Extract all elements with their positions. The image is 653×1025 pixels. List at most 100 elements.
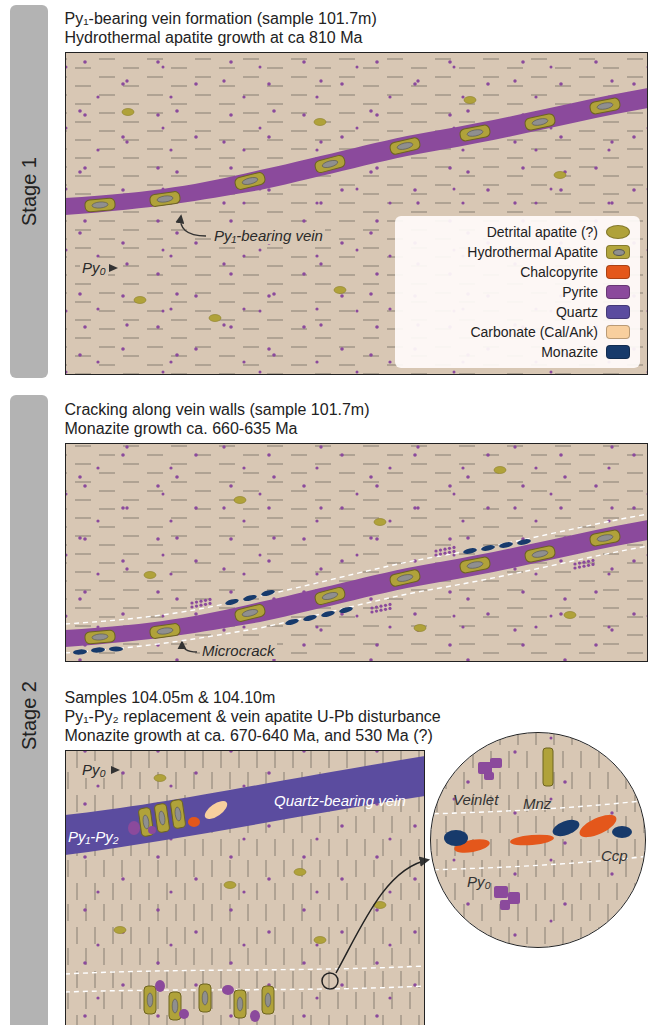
apatite-grain xyxy=(155,980,165,992)
detrital-apatite xyxy=(554,172,566,179)
apatite-grain xyxy=(199,984,211,1012)
quartz-vein xyxy=(188,817,200,827)
pyrite-grain xyxy=(384,608,387,611)
panel-ground xyxy=(65,443,648,662)
legend: Detrital apatite (?) Hydrothermal Apatite… xyxy=(395,216,640,368)
veinlet xyxy=(65,966,425,974)
monazite xyxy=(321,610,336,618)
pyrite-grain xyxy=(379,605,382,608)
callout-label: Py₁-bearing vein xyxy=(212,227,325,244)
zoom-detail xyxy=(494,886,508,898)
callout-label: Microcrack xyxy=(200,642,277,659)
detrital-apatite xyxy=(122,109,134,116)
panel-ground xyxy=(431,733,645,947)
legend-swatch xyxy=(606,265,630,279)
pyrite-grain xyxy=(578,562,581,565)
pyrite-vein xyxy=(589,97,621,115)
monazite xyxy=(463,547,478,555)
zoom-detail xyxy=(425,748,650,910)
monazite xyxy=(91,647,105,653)
pyrite-grain xyxy=(388,603,391,606)
zoom-detail xyxy=(576,810,619,841)
zoom-circle: VeinletMnzCcpPy₀ xyxy=(430,732,646,948)
pyrite-grain xyxy=(573,562,576,565)
arrowhead xyxy=(109,264,118,272)
pyrite-grain xyxy=(375,606,378,609)
detrital-apatite xyxy=(234,497,246,504)
monazite xyxy=(499,541,514,549)
pyrite-grain xyxy=(452,546,455,549)
monazite xyxy=(261,589,276,597)
quartz-vein xyxy=(202,798,230,823)
mineral-label: Veinlet xyxy=(453,791,498,808)
microcrack xyxy=(65,514,648,653)
pyrite-grain xyxy=(573,566,576,569)
apatite-grain xyxy=(169,992,181,1020)
stage-label: Stage 2 xyxy=(18,681,41,750)
legend-text: Pyrite xyxy=(562,284,598,300)
legend-text: Hydrothermal Apatite xyxy=(467,244,598,260)
callout-label: Py₀ xyxy=(80,761,108,778)
detrital-apatite xyxy=(224,882,236,889)
detrital-apatite xyxy=(494,467,506,474)
legend-swatch xyxy=(606,325,630,339)
legend-row: Detrital apatite (?) xyxy=(405,222,630,242)
panel-ground xyxy=(65,443,648,662)
panel-ground xyxy=(65,52,648,375)
monazite xyxy=(285,618,300,626)
detrital-apatite xyxy=(114,927,126,934)
callout-label: Quartz-bearing vein xyxy=(272,792,408,809)
pyrite-grain xyxy=(199,600,202,603)
microcrack xyxy=(65,514,648,624)
pyrite-grain xyxy=(591,559,594,562)
detrital-apatite xyxy=(464,97,476,104)
zoom-pointer xyxy=(322,973,338,989)
quartz-vein xyxy=(128,821,140,835)
leader-arrow xyxy=(181,216,206,236)
pyrite-grain xyxy=(379,609,382,612)
mineral-label: Ccp xyxy=(601,847,628,864)
panel-ground xyxy=(65,52,648,375)
pyrite-grain xyxy=(587,560,590,563)
pyrite-vein xyxy=(524,113,556,131)
legend-row: Chalcopyrite xyxy=(405,262,630,282)
pyrite-grain xyxy=(208,602,211,605)
monazite xyxy=(339,606,354,614)
pyrite-grain xyxy=(370,606,373,609)
apatite-grain xyxy=(179,1009,189,1019)
heading-text: Monazite growth at ca. 670-640 Ma, and 5… xyxy=(65,726,629,745)
legend-text: Monazite xyxy=(541,344,598,360)
heading-text: Hydrothermal apatite growth at ca 810 Ma xyxy=(65,28,652,47)
quartz-vein xyxy=(148,826,156,834)
legend-text: Detrital apatite (?) xyxy=(487,224,598,240)
legend-swatch xyxy=(606,245,630,259)
pyrite-grain xyxy=(204,603,207,606)
heading-text: Monazite growth ca. 660-635 Ma xyxy=(65,419,652,438)
monazite xyxy=(481,544,496,552)
pyrite-grain xyxy=(190,601,193,604)
apatite-grain xyxy=(222,985,234,995)
apatite-grain xyxy=(234,990,246,1018)
heading-text: Py₁-bearing vein formation (sample 101.7… xyxy=(65,9,652,28)
stage-panel: Cracking along vein walls (sample 101.7m… xyxy=(65,443,648,662)
pyrite-vein xyxy=(459,124,491,142)
pyrite-grain xyxy=(190,546,594,614)
zoom-detail xyxy=(612,826,632,838)
pyrite-vein xyxy=(65,88,648,215)
quartz-vein xyxy=(65,756,425,855)
pyrite-grain xyxy=(199,604,202,607)
zoom-detail xyxy=(550,817,581,840)
legend-swatch xyxy=(606,285,630,299)
legend-text: Carbonate (Cal/Ank) xyxy=(470,324,598,340)
pyrite-grain xyxy=(384,604,387,607)
pyrite-grain xyxy=(204,599,207,602)
pyrite-grain xyxy=(591,563,594,566)
pyrite-grain xyxy=(448,547,451,550)
monazite xyxy=(303,614,318,622)
legend-row: Quartz xyxy=(405,302,630,322)
detrital-apatite xyxy=(144,572,156,579)
pyrite-grain xyxy=(434,553,437,556)
